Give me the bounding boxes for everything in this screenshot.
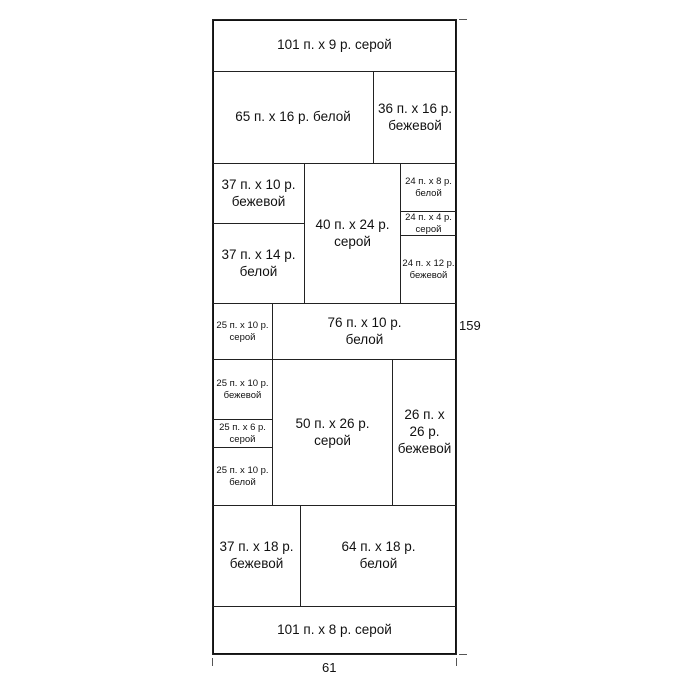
block-r3-right-c: 24 п. х 12 р. бежевой [400,235,457,304]
block-label: 26 п. х 26 р. бежевой [397,407,452,456]
block-r3-right-b: 24 п. х 4 р. серой [400,211,457,236]
block-label: 25 п. х 10 р. бежевой [216,378,269,401]
width-dimension-label: 61 [322,660,337,675]
block-r3-left-top: 37 п. х 10 р. бежевой [212,163,305,224]
block-label: 37 п. х 14 р. белой [221,246,296,279]
height-tick-bottom [459,654,467,655]
block-row2-right: 36 п. х 16 р. бежевой [373,71,457,164]
block-label: 50 п. х 26 р. серой [295,415,370,448]
block-r3-left-bottom: 37 п. х 14 р. белой [212,223,305,304]
block-r5-right: 26 п. х 26 р. бежевой [392,359,457,506]
block-label: 64 п. х 18 р. белой [341,539,416,571]
block-r6-right: 64 п. х 18 р. белой [300,505,457,607]
block-r4-left: 25 п. х 10 р. серой [212,303,273,360]
block-label: 65 п. х 16 р. белой [235,109,351,125]
block-label: 25 п. х 10 р. белой [216,465,269,488]
block-label: 24 п. х 4 р. серой [405,212,452,235]
block-label: 101 п. х 9 р. серой [277,37,392,53]
block-r5-center: 50 п. х 26 р. серой [272,359,393,506]
block-bottom-strip: 101 п. х 8 р. серой [212,606,457,655]
block-top-strip: 101 п. х 9 р. серой [212,19,457,72]
block-label: 24 п. х 8 р. белой [405,176,452,199]
block-r3-right-a: 24 п. х 8 р. белой [400,163,457,212]
block-label: 40 п. х 24 р. серой [315,216,390,249]
height-dimension-label: 159 [459,318,481,333]
block-label: 101 п. х 8 р. серой [277,622,392,638]
width-tick-left [212,658,213,666]
block-label: 37 п. х 10 р. бежевой [221,176,296,209]
block-label: 25 п. х 10 р. серой [216,320,269,343]
block-label: 25 п. х 6 р. серой [219,422,266,445]
block-r3-center: 40 п. х 24 р. серой [304,163,401,304]
block-label: 37 п. х 18 р. бежевой [219,539,294,571]
block-r6-left: 37 п. х 18 р. бежевой [212,505,301,607]
block-label: 36 п. х 16 р. бежевой [377,100,453,133]
block-r5-left-a: 25 п. х 10 р. бежевой [212,359,273,420]
block-r4-wide: 76 п. х 10 р. белой [272,303,457,360]
block-r5-left-b: 25 п. х 6 р. серой [212,419,273,448]
width-tick-right [456,658,457,666]
block-r5-left-c: 25 п. х 10 р. белой [212,447,273,506]
block-label: 24 п. х 12 р. бежевой [402,258,455,281]
height-tick-top [459,19,467,20]
block-label: 76 п. х 10 р. белой [327,314,402,347]
block-row2-left: 65 п. х 16 р. белой [212,71,374,164]
